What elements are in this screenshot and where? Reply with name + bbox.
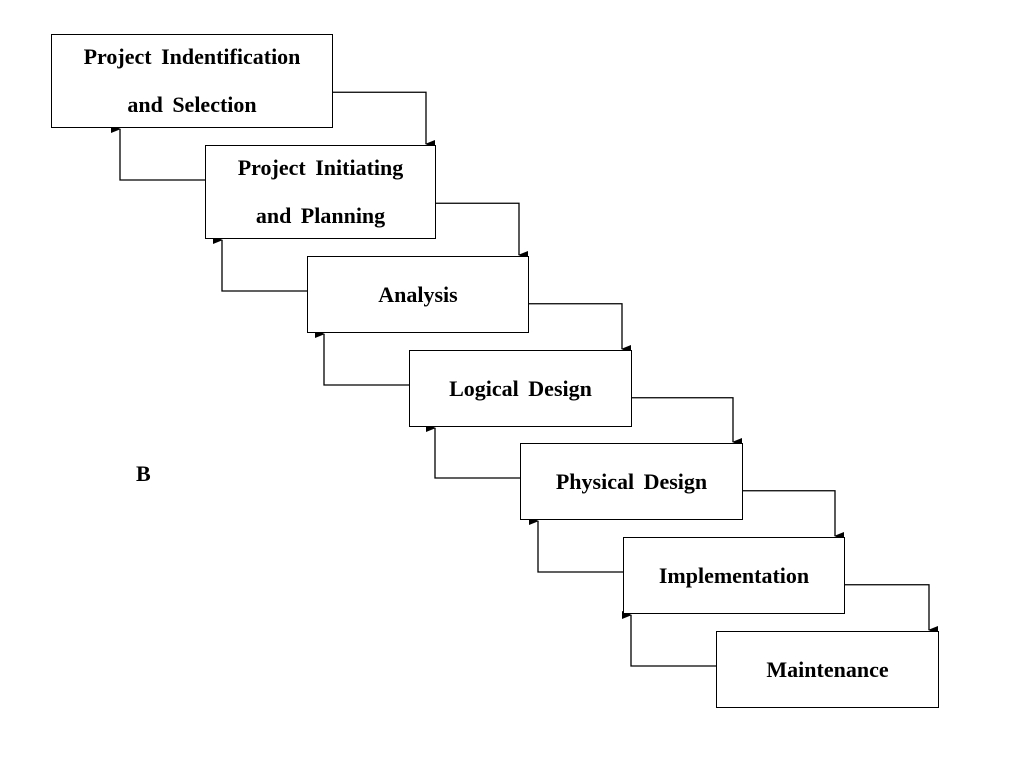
- stage-label-line: Project Initiating: [237, 155, 404, 180]
- feedback-arrow-3: [426, 424, 520, 479]
- forward-arrow-5: [845, 584, 938, 634]
- forward-arrow-1: [436, 202, 528, 259]
- stage-box-physical-design: Physical Design: [520, 443, 743, 520]
- forward-arrow-0: [333, 91, 435, 148]
- forward-arrow-4: [743, 490, 844, 540]
- stage-label-line: Maintenance: [766, 656, 889, 682]
- stage-label-line: Project Indentification: [83, 44, 301, 69]
- feedback-arrow-2: [315, 330, 409, 386]
- stage-box-project-identification: Project Indentification and Selection: [51, 34, 333, 128]
- forward-arrow-3: [632, 397, 742, 446]
- stage-label-line: and Selection: [127, 92, 257, 117]
- stage-box-analysis: Analysis: [307, 256, 529, 333]
- stage-label-line: and Planning: [255, 203, 386, 228]
- stage-box-maintenance: Maintenance: [716, 631, 939, 708]
- feedback-arrow-5: [622, 611, 716, 667]
- feedback-arrow-0: [111, 125, 205, 181]
- stage-label-line: Analysis: [378, 281, 458, 307]
- feedback-arrow-1: [213, 236, 307, 292]
- feedback-arrow-4: [529, 517, 623, 573]
- side-label: B: [136, 461, 151, 486]
- stage-label-line: Logical Design: [449, 375, 592, 401]
- stage-box-implementation: Implementation: [623, 537, 845, 614]
- stage-box-project-initiating: Project Initiating and Planning: [205, 145, 436, 239]
- stage-label-line: Physical Design: [555, 468, 708, 494]
- stage-label-line: Implementation: [658, 562, 810, 588]
- forward-arrow-2: [529, 303, 631, 353]
- stage-box-logical-design: Logical Design: [409, 350, 632, 427]
